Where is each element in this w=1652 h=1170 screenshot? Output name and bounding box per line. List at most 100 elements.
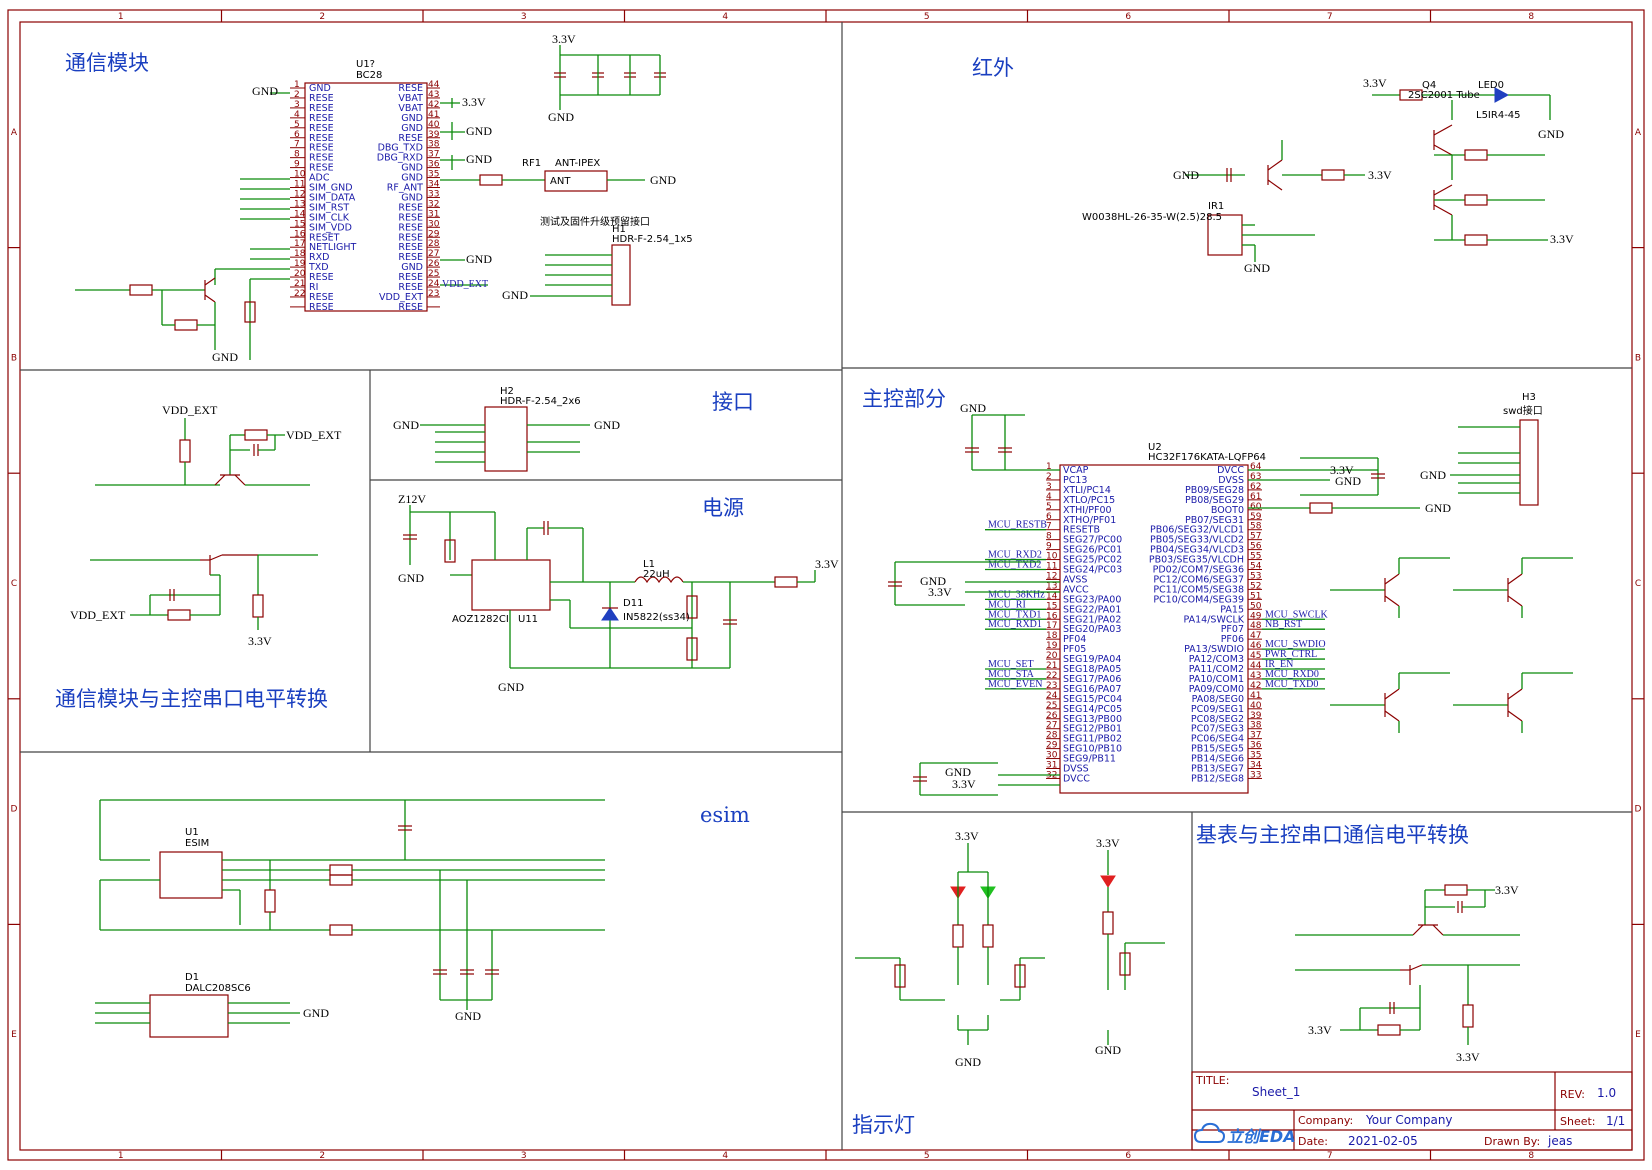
bc28-left-pin: SIM_VDD [309, 222, 352, 233]
v33-label: 3.3V [1330, 463, 1354, 477]
gnd-label: GND [455, 1009, 481, 1023]
ruler-row-label: C [1635, 579, 1641, 589]
bc28-pins: GND1RESE2RESE3RESE4RESE5RESE6RESE7RESE8R… [290, 80, 440, 313]
hc32-left-net: MCU_STA [988, 669, 1035, 680]
hc32-left-pin: RESETB [1063, 525, 1100, 536]
bc28-right-pin: VBAT [398, 93, 423, 104]
hc32-left-pin-number: 10 [1046, 552, 1058, 562]
hc32-left-pin-number: 31 [1046, 761, 1057, 771]
v33-label: 3.3V [1308, 1023, 1332, 1037]
bc28-right-pin: RESE [398, 302, 423, 313]
bc28-right-pin-number: 39 [428, 130, 440, 140]
date-value: 2021-02-05 [1348, 1134, 1418, 1148]
ruler-row-label: C [11, 579, 17, 589]
section-title-main-control: 主控部分 [862, 387, 946, 411]
hc32-right-pin: PC09/SEG1 [1191, 704, 1244, 715]
svg-text:立创EDA: 立创EDA [1227, 1127, 1296, 1146]
h3-swd-header[interactable] [1450, 419, 1539, 506]
hc32-right-pin-number: 34 [1250, 761, 1262, 771]
hc32-right-pin-number: 49 [1250, 611, 1262, 621]
bc28-left-pin: RXD [309, 252, 329, 263]
hc32-right-pin-number: 58 [1250, 522, 1262, 532]
hc32-right-pin: PB08/SEG29 [1185, 495, 1244, 506]
bc28-left-pin: RESET [309, 232, 340, 243]
gnd-label: GND [393, 418, 419, 432]
hc32-left-net: MCU_SET [988, 659, 1034, 670]
hc32-right-pin-number: 54 [1250, 562, 1262, 572]
drawn-by-value: jeas [1547, 1134, 1572, 1148]
h1-header[interactable] [530, 244, 631, 306]
v33-label: 3.3V [928, 585, 952, 599]
hc32-left-pin-number: 6 [1046, 512, 1052, 522]
hc32-right-pin-number: 33 [1250, 770, 1261, 780]
hc32-mcu[interactable]: U2 HC32F176KATA-LQFP64 VCAP1PC132XTLI/PC… [985, 442, 1329, 794]
hc32-right-pin-number: 48 [1250, 621, 1262, 631]
hc32-left-pin: SEG21/PA02 [1063, 614, 1121, 625]
gnd-label: GND [1173, 168, 1199, 182]
hc32-right-net: MCU_RXD0 [1265, 669, 1319, 680]
hc32-left-pin-number: 7 [1046, 522, 1052, 532]
company-label: Company: [1298, 1114, 1353, 1127]
gnd-label: GND [1425, 501, 1451, 515]
hc32-left-pin-number: 25 [1046, 701, 1057, 711]
hc32-right-pin: PC12/COM6/SEG37 [1153, 574, 1244, 585]
gnd-label: GND [502, 288, 528, 302]
ruler-col-label: 4 [722, 12, 728, 22]
bc28-left-pin-number: 20 [294, 269, 306, 279]
hc32-right-pin-number: 46 [1250, 641, 1262, 651]
hc32-pins: VCAP1PC132XTLI/PC143XTLO/PC154XTHI/PF005… [985, 462, 1329, 784]
bc28-right-pin: VBAT [398, 103, 423, 114]
bc28-left-pin: RESE [309, 292, 334, 303]
sheet-value: 1/1 [1606, 1114, 1625, 1128]
bc28-left-pin: SIM_DATA [309, 192, 356, 203]
gnd-label: GND [1244, 261, 1270, 275]
hc32-left-pin-number: 8 [1046, 532, 1052, 542]
hc32-right-pin: PA13/SWDIO [1184, 644, 1244, 655]
ruler-row-label: A [11, 128, 18, 138]
bc28-left-pin: RESE [309, 272, 334, 283]
hc32-left-pin-number: 30 [1046, 751, 1058, 761]
h1-ref: H1 [612, 224, 626, 235]
gnd-label: GND [1538, 127, 1564, 141]
hc32-left-pin-number: 12 [1046, 571, 1057, 581]
hc32-right-pin: PC08/SEG2 [1191, 714, 1244, 725]
bc28-right-pin-number: 44 [428, 80, 440, 90]
h2-header[interactable] [420, 406, 590, 472]
hc32-left-pin: SEG27/PC00 [1063, 535, 1122, 546]
hc32-left-pin: PF05 [1063, 644, 1086, 655]
ruler-col-label: 6 [1125, 1151, 1131, 1161]
bc28-right-pin: RESE [398, 232, 423, 243]
bc28-right-pin: RESE [398, 252, 423, 263]
bc28-right-pin: GND [401, 173, 423, 184]
u1-value: ESIM [185, 838, 209, 849]
hc32-right-pin: PA14/SWCLK [1184, 614, 1245, 625]
d11-ref: D11 [623, 598, 643, 609]
ruler-col-label: 3 [521, 1151, 527, 1161]
hc32-right-net: PWR_CTRL [1265, 649, 1317, 660]
gnd-label: GND [594, 418, 620, 432]
mcu-support [888, 414, 1420, 796]
company-value: Your Company [1365, 1113, 1453, 1127]
hc32-left-pin-number: 22 [1046, 671, 1057, 681]
hc32-right-pin: PC11/COM5/SEG38 [1153, 584, 1244, 595]
hc32-right-pin: PB04/SEG34/VLCD3 [1150, 545, 1244, 556]
ruler-row-label: E [1635, 1030, 1641, 1040]
gnd-label: GND [650, 173, 676, 187]
ruler-col-label: 4 [722, 1151, 728, 1161]
bc28-left-pin: RESE [309, 123, 334, 134]
rev-value: 1.0 [1597, 1086, 1616, 1100]
bc28-right-pin-number: 24 [428, 279, 440, 289]
hc32-right-pin-number: 35 [1250, 751, 1261, 761]
hc32-right-net: MCU_TXD0 [1265, 679, 1318, 690]
bc28-left-pin-number: 8 [294, 150, 300, 160]
bc28-left-pin: RESE [309, 103, 334, 114]
bc28-module[interactable]: U1? BC28 GND1RESE2RESE3RESE4RESE5RESE6RE… [290, 59, 440, 313]
bc28-right-pin: GND [401, 113, 423, 124]
d11-value: IN5822(ss34) [623, 612, 690, 623]
sheet-label: Sheet: [1560, 1115, 1596, 1128]
hc32-right-pin: PA15 [1220, 604, 1244, 615]
bc28-left-pin-number: 7 [294, 140, 300, 150]
hc32-left-pin-number: 11 [1046, 562, 1057, 572]
gnd-label: GND [498, 680, 524, 694]
